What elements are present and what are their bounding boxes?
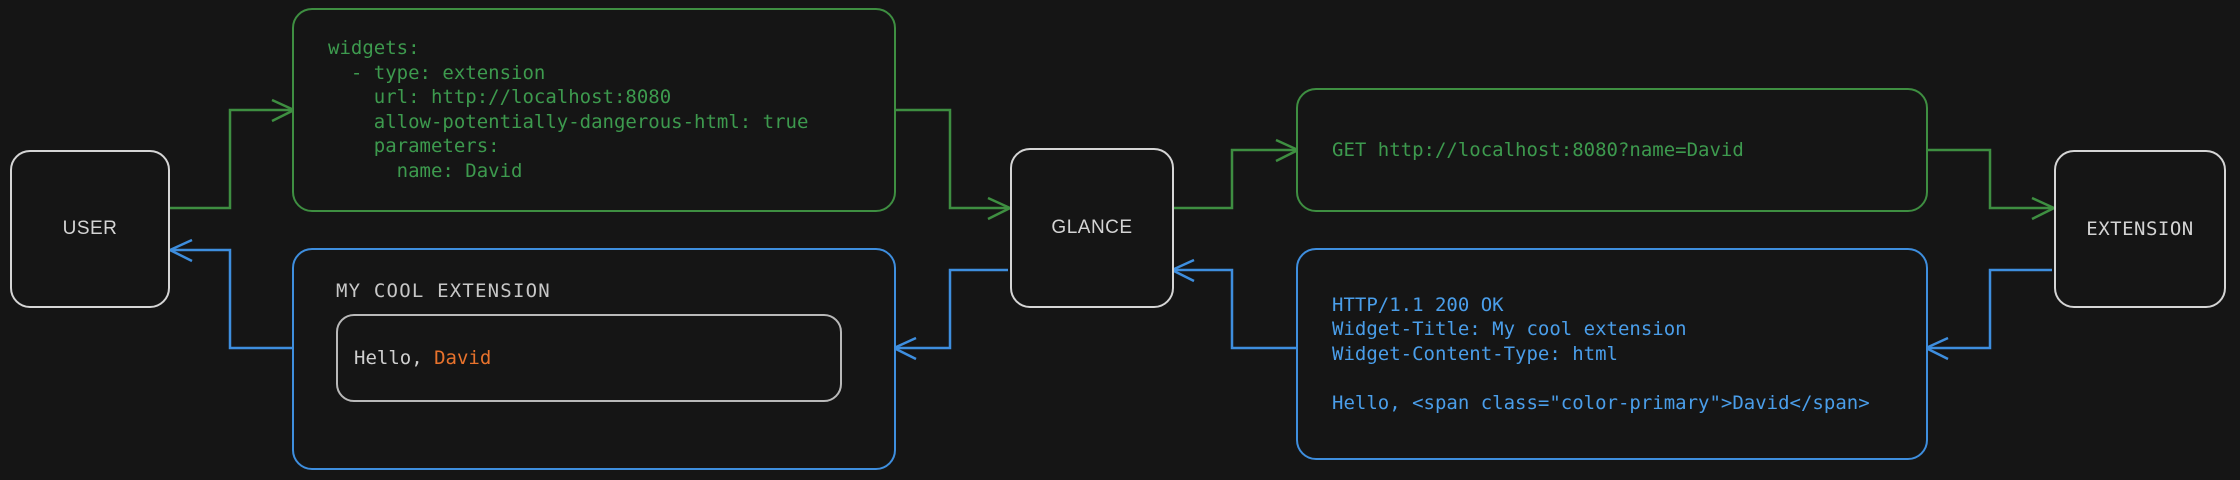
widget-preview-box: MY COOL EXTENSION Hello, David <box>292 248 896 470</box>
http-response-text: HTTP/1.1 200 OK Widget-Title: My cool ex… <box>1332 293 1870 414</box>
http-request-box: GET http://localhost:8080?name=David <box>1296 88 1928 212</box>
node-extension[interactable]: EXTENSION <box>2054 150 2226 308</box>
widget-preview-card: Hello, David <box>336 314 842 402</box>
widget-preview-title: MY COOL EXTENSION <box>336 280 551 302</box>
node-extension-label: EXTENSION <box>2086 218 2194 240</box>
config-yaml-text: widgets: - type: extension url: http://l… <box>328 37 809 182</box>
widget-greeting-name: David <box>434 347 492 369</box>
config-yaml-box: widgets: - type: extension url: http://l… <box>292 8 896 212</box>
http-response-box: HTTP/1.1 200 OK Widget-Title: My cool ex… <box>1296 248 1928 460</box>
node-user-label: USER <box>62 218 118 239</box>
http-request-text: GET http://localhost:8080?name=David <box>1332 138 1744 161</box>
node-user[interactable]: USER <box>10 150 170 308</box>
widget-greeting-prefix: Hello, <box>354 347 435 369</box>
node-glance-label: GLANCE <box>1051 217 1133 238</box>
node-glance[interactable]: GLANCE <box>1010 148 1174 308</box>
